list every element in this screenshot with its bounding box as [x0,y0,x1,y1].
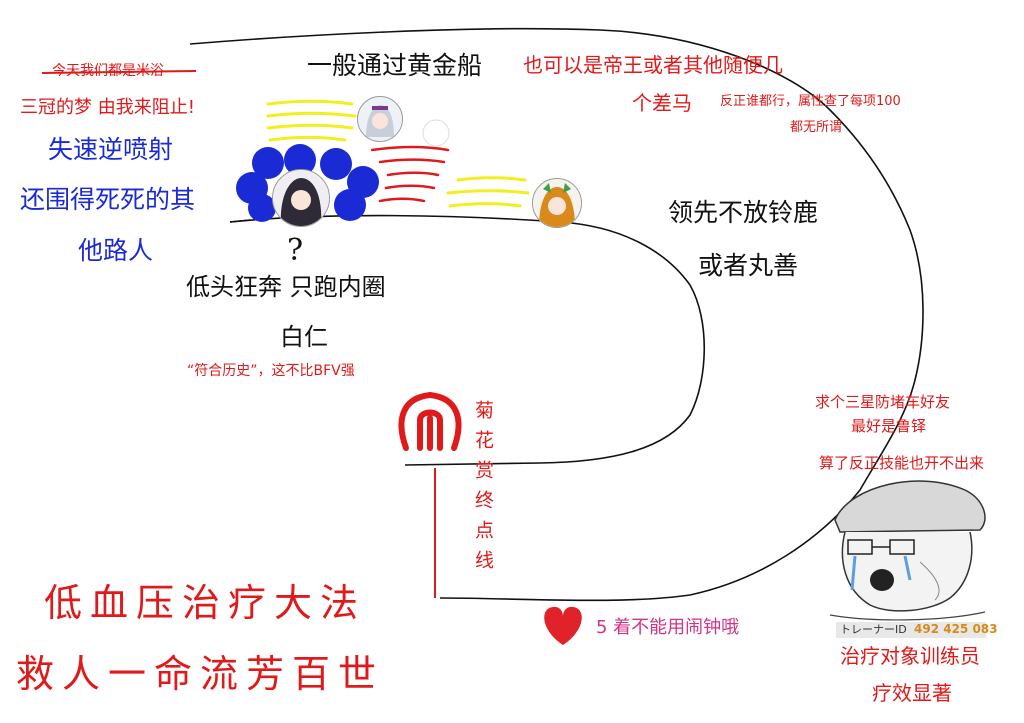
right-lead-line-1: 领先不放铃鹿 [668,198,819,227]
top-note-line-1: 反正谁都行，属性查了每项100 [720,94,901,109]
grey-hair-horsegirl-avatar [357,96,403,142]
top-alt-line-2: 个差马 [632,91,692,115]
big-line-1: 低血压治疗大法 [44,581,367,625]
right-lead-line-2: 或者丸善 [698,251,799,280]
blue-line-1: 失速逆喷射 [48,135,174,164]
yellow-speed-lines-top [266,99,357,142]
trainer-line-2: 疗效显著 [872,681,952,705]
orange-hair-horsegirl-avatar [532,178,582,228]
crying-wojak-cap-icon [829,480,986,621]
big-line-2: 救人一命流芳百世 [16,652,385,696]
top-title: 一般通过黄金船 [307,51,483,80]
heart-icon [544,606,582,645]
top-note-line-2: 都无所谓 [790,120,843,135]
trainer-line-1: 治疗对象训练员 [840,644,980,668]
finish-line-label: 菊花赏终点线 [470,400,496,580]
strike-note: 今天我们都是米浴 [52,63,164,79]
outer-track-line [189,27,924,602]
blue-blocking-circles [236,144,379,222]
friend-line-3: 算了反正技能也开不出来 [819,454,985,472]
heart-note: 5 着不能用闹钟哦 [596,617,740,638]
red-horseshoe-gate-icon [398,391,462,451]
inner-line-2: 白仁 [280,323,328,351]
top-alt-line-1: 也可以是帝王或者其他随便几 [523,53,783,77]
red-speed-lines [370,145,450,203]
trainer-id-label: トレーナーID [840,623,907,636]
inner-track-line [229,214,706,466]
friend-line-1: 求个三星防堵车好友 [815,393,951,411]
empty-circle [422,119,450,147]
strike-line [41,70,197,74]
dark-hair-horsegirl-avatar [272,169,330,227]
blue-line-2: 还围得死死的其 [20,185,196,214]
friend-line-2: 最好是鲁铎 [851,417,927,435]
inner-note: “符合历史”，这不比BFV强 [187,363,355,379]
trainer-id-value: 492 425 083 [914,622,998,636]
trainer-id-badge [836,622,986,638]
blue-line-3: 他路人 [78,236,154,265]
inner-track-left-cap [229,219,251,223]
inner-line-1: 低头狂奔 只跑内圈 [186,273,386,301]
yellow-speed-lines-right [446,176,530,208]
question-mark: ? [287,233,304,268]
finish-label-text: 菊花赏终点线 [472,400,494,580]
top-left-line-1: 三冠的梦 由我来阻止! [20,97,195,118]
